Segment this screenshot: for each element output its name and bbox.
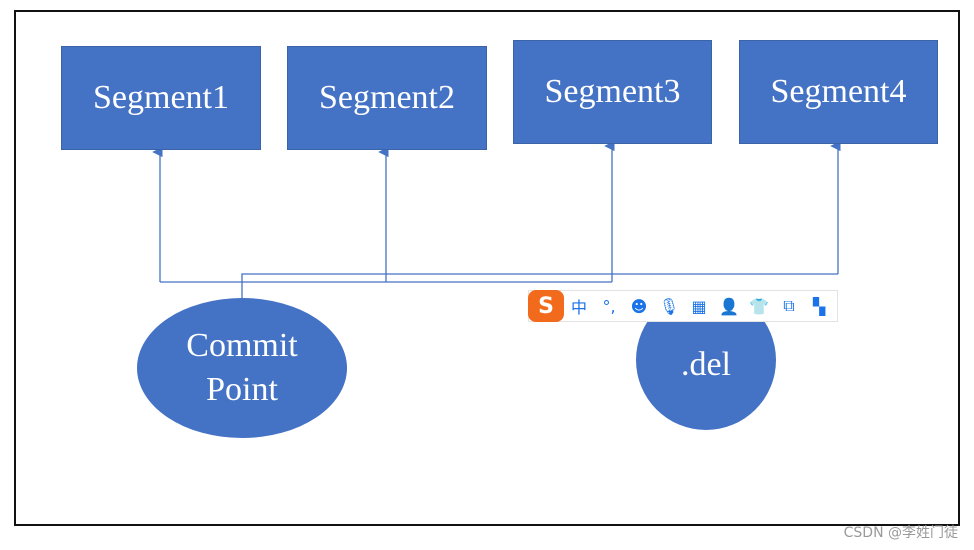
- watermark: CSDN @李姓门徒: [843, 525, 958, 541]
- segment3-label: Segment3: [544, 73, 681, 110]
- diagram-frame: [14, 10, 960, 526]
- commit-point-line2: Point: [206, 371, 278, 408]
- user-icon[interactable]: 👤: [719, 296, 739, 316]
- commit-point-line1: Commit: [186, 327, 298, 364]
- segment4-box: Segment4: [739, 40, 938, 144]
- sogou-logo-icon[interactable]: S: [528, 290, 564, 322]
- segment2-label: Segment2: [319, 79, 455, 116]
- emoji-icon[interactable]: ☻: [630, 296, 648, 316]
- ime-toolbar[interactable]: S 中 °, ☻ 🎙 ▦ 👤 👕 ⧉ ▚: [528, 290, 838, 322]
- segment2-box: Segment2: [287, 46, 487, 150]
- skin-shirt-icon[interactable]: 👕: [749, 296, 769, 316]
- segment4-label: Segment4: [770, 73, 907, 110]
- segment1-box: Segment1: [61, 46, 261, 150]
- grid-menu-icon[interactable]: ▚: [812, 296, 826, 316]
- punctuation-icon[interactable]: °,: [602, 296, 616, 316]
- microphone-icon[interactable]: 🎙: [658, 296, 680, 316]
- segment1-label: Segment1: [93, 79, 229, 116]
- segment3-box: Segment3: [513, 40, 712, 144]
- keyboard-icon[interactable]: ▦: [691, 296, 707, 316]
- chinese-mode-icon[interactable]: 中: [570, 298, 587, 317]
- commit-point-ellipse: Commit Point: [137, 298, 347, 438]
- del-file-label: .del: [680, 346, 732, 383]
- connector-bus-upper: [241, 273, 838, 282]
- toolbox-icon[interactable]: ⧉: [783, 296, 795, 315]
